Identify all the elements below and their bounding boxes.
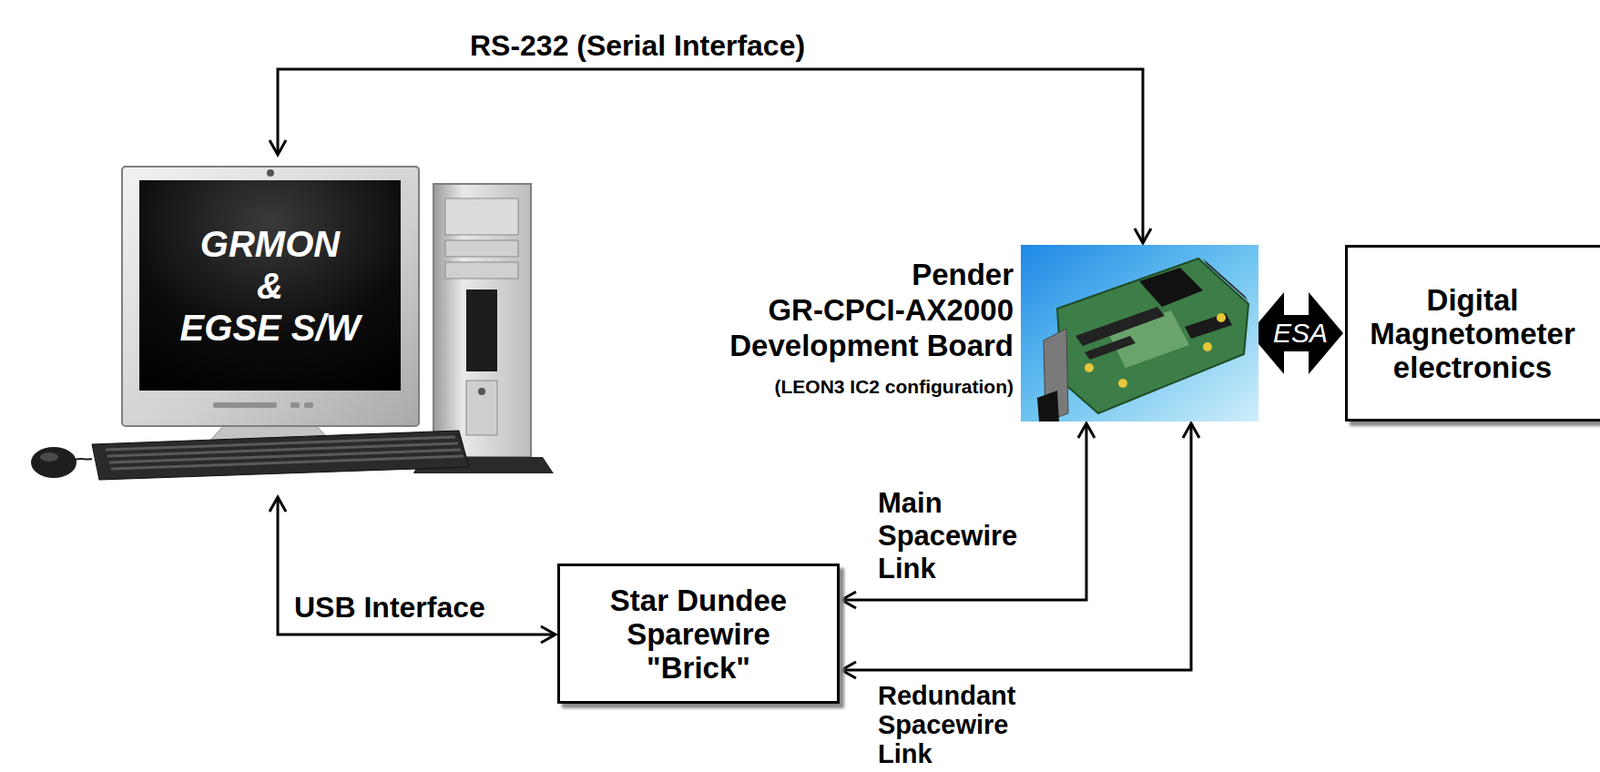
arrowhead: [841, 662, 857, 679]
connector: [841, 423, 1095, 609]
text-line: Magnetometer: [1369, 316, 1576, 351]
edge-label: RS-232 (Serial Interface): [469, 29, 806, 62]
text-line: electronics: [1369, 350, 1576, 385]
text-line: EGSE S/W: [180, 306, 361, 349]
text-line: GRMON: [180, 223, 361, 265]
arrowhead: [269, 140, 286, 155]
arrowhead: [540, 626, 556, 643]
arrowhead: [1078, 423, 1095, 439]
arrowhead: [269, 497, 286, 512]
edge-label: Main Spacewire Link: [877, 487, 1018, 586]
text-line: Main: [877, 487, 1018, 520]
connector: [841, 423, 1200, 679]
process-box: Star Dundee Sparewire "Brick": [557, 563, 840, 704]
board-node: Pender GR-CPCI-AX2000 Development Board(…: [1020, 244, 1259, 422]
text-line: Digital: [1369, 283, 1576, 317]
arrowhead: [1182, 423, 1200, 439]
computer-node: GRMON & EGSE S/W: [30, 152, 561, 498]
connector: [269, 497, 556, 643]
text-line: Link: [877, 739, 1016, 769]
connector-line: [841, 423, 1087, 601]
screen-text: GRMON & EGSE S/W: [180, 223, 361, 349]
board-photo: [1020, 244, 1259, 422]
text-line: Spacewire: [877, 519, 1018, 553]
text-line: Star Dundee: [610, 583, 787, 618]
text-line: Pender: [729, 256, 1014, 293]
edge-label: Redundant Spacewire Link: [877, 681, 1016, 769]
arrowhead: [841, 591, 857, 609]
text-line: Sparewire: [610, 617, 787, 652]
block-arrow: [1249, 292, 1344, 375]
text-line: &: [180, 264, 361, 307]
text-line: Redundant: [877, 681, 1016, 711]
arrowhead: [1134, 228, 1152, 244]
board-configuration: (LEON3 IC2 configuration): [729, 375, 1014, 399]
text-line: Development Board: [729, 327, 1014, 364]
block-arrow-shape: [1249, 292, 1344, 375]
board-name: Pender GR-CPCI-AX2000 Development Board: [729, 256, 1014, 364]
text-line: Link: [877, 552, 1018, 586]
text-line: GR-CPCI-AX2000: [729, 292, 1014, 328]
box-label: Digital Magnetometer electronics: [1369, 283, 1576, 385]
process-box: Digital Magnetometer electronics: [1345, 244, 1600, 422]
text-line: Spacewire: [877, 710, 1016, 740]
connector-line: [277, 497, 556, 635]
text-line: "Brick": [610, 651, 787, 685]
connector-line: [841, 423, 1192, 671]
box-text-area: Digital Magnetometer electronics: [1347, 247, 1598, 419]
edge-label: USB Interface: [294, 590, 486, 625]
box-label: Star Dundee Sparewire "Brick": [610, 583, 787, 685]
box-text-area: Star Dundee Sparewire "Brick": [560, 566, 837, 702]
screen-area: GRMON & EGSE S/W: [139, 180, 401, 391]
board-caption: Pender GR-CPCI-AX2000 Development Board (…: [729, 256, 1014, 399]
watermark-label: ESA: [1273, 316, 1328, 350]
